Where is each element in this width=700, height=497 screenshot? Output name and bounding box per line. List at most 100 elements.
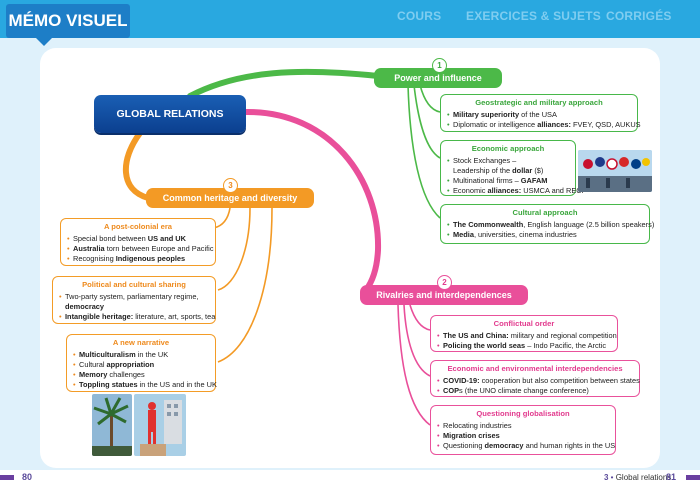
box-political-cultural: Political and cultural sharing •Two-part… [52,276,216,324]
footer-bar-right [686,475,700,480]
bold-text: dollar [512,166,533,175]
chapter-number: 3 [604,473,609,482]
box-geostrategic: Geostrategic and military approach •Mili… [440,94,641,132]
text: torn between Europe and Pacific [104,244,214,253]
footer-bar-left [0,475,14,480]
bullet-dot: • [67,244,70,253]
nav-exercices-sujets[interactable]: EXERCICES & SUJETS [466,9,601,23]
text: – Indo Pacific, the Arctic [525,341,607,350]
palm-trees-image [92,394,132,456]
bullet-item: democracy [59,302,209,312]
bullet-item: •COPs (the UNO climate change conference… [437,386,633,396]
bullet-item: •Migration crises [437,431,609,441]
bullet-dot: • [447,220,450,229]
bold-text: COVID-19: [443,376,480,385]
bold-text: US and UK [147,234,186,243]
bullet-item: •Australia torn between Europe and Pacif… [67,244,214,254]
text: Two-party system, parliamentary regime, [65,292,199,301]
box-title: Economic approach [471,144,545,153]
box-title: Conflictual order [493,319,555,328]
text: ($) [532,166,544,175]
bullet-dot: • [437,376,440,385]
bullet-dot: • [73,370,76,379]
text: military and regional competition [508,331,617,340]
text: , universities, cinema industries [473,230,577,239]
box-post-colonial: A post-colonial era •Special bond betwee… [60,218,216,266]
text: Cultural [79,360,107,369]
text: and human rights in the US [523,441,616,450]
text: in the UK [135,350,169,359]
box-globalisation: Questioning globalisation •Relocating in… [430,405,616,455]
bold-text: appropriation [106,360,155,369]
bold-text: democracy [65,302,105,311]
branch-line-cultural [407,84,441,219]
text: Recognising [73,254,116,263]
bold-text: Media [453,230,474,239]
text: s (the UNO climate change conference) [459,386,589,395]
bold-text: democracy [484,441,524,450]
bullet-item: •COVID-19: cooperation but also competit… [437,376,640,386]
text: cooperation but also competition between… [479,376,640,385]
text: Questioning [443,441,485,450]
bullet-item: •Intangible heritage: literature, art, s… [59,312,215,322]
bold-text: The US and China: [443,331,509,340]
box-title: A new narrative [112,338,170,347]
text: Economic [453,186,488,195]
branch-line-political [217,207,251,291]
stock-exchange-flags-image [578,150,652,192]
hub-number-2: 2 [437,275,452,290]
bullet-item: •Two-party system, parliamentary regime, [59,292,209,302]
bullet-item: •Recognising Indigenous peoples [67,254,209,264]
bullet-item: •Questioning democracy and human rights … [437,441,615,451]
bullet-dot: • [447,176,450,185]
branch-line-heritage [123,130,151,201]
text: Special bond between [73,234,148,243]
box-title: Questioning globalisation [476,409,570,418]
text: Relocating industries [443,421,512,430]
hub-power-influence: Power and influence [374,68,502,88]
branch-line-conflictual [409,304,431,331]
text: , English language (2.5 billion speakers… [523,220,655,229]
nav-cours[interactable]: COURS [397,9,442,23]
bullet-dot: • [73,380,76,389]
text: literature, art, sports, tea [133,312,216,321]
bullet-item: •Policing the world seas – Indo Pacific,… [437,341,611,351]
bullet-dot: • [73,360,76,369]
bullet-item: •Diplomatic or intelligence alliances: F… [447,120,641,130]
page-number-right: 81 [666,472,677,482]
bullet-dot: • [447,120,450,129]
bullet-dot: • [447,110,450,119]
hub-heritage: Common heritage and diversity [146,188,314,208]
hub-rivalries: Rivalries and interdependences [360,285,528,305]
bold-text: Memory [79,370,108,379]
branch-line-rivalries [241,108,382,293]
chapter-separator: • [608,473,616,482]
bold-text: Policing the world seas [443,341,526,350]
bullet-dot: • [59,312,62,321]
box-conflictual: Conflictual order •The US and China: mil… [430,315,618,352]
bold-text: Intangible heritage: [65,312,134,321]
statue-image [134,394,186,456]
page-number-left: 80 [22,472,33,482]
box-title: Economic and environmental interdependen… [447,364,623,373]
bullet-dot: • [437,421,440,430]
box-title: Cultural approach [512,208,578,217]
branch-line-economic [413,84,441,159]
bullet-item: •Media, universities, cinema industries [447,230,643,240]
box-title: A post-colonial era [103,222,173,231]
bullet-dot: • [447,156,450,165]
branch-line-geostrategic [419,84,441,113]
footer-chapter: 3 • Global relations [604,473,671,482]
bullet-item: •Military superiority of the USA [447,110,631,120]
bullet-dot: • [437,386,440,395]
box-title: Geostrategic and military approach [475,98,603,107]
bullet-dot: • [59,292,62,301]
bullet-dot: • [447,186,450,195]
bullet-item: •Multinational firms – GAFAM [447,176,569,186]
badge-tab [36,38,52,46]
memo-visuel-badge: MÉMO VISUEL [6,4,130,38]
text: Leadership of the [453,166,513,175]
bullet-item: •Relocating industries [437,421,609,431]
nav-corriges[interactable]: CORRIGÉS [606,9,672,23]
bold-text: Military superiority [453,110,520,119]
